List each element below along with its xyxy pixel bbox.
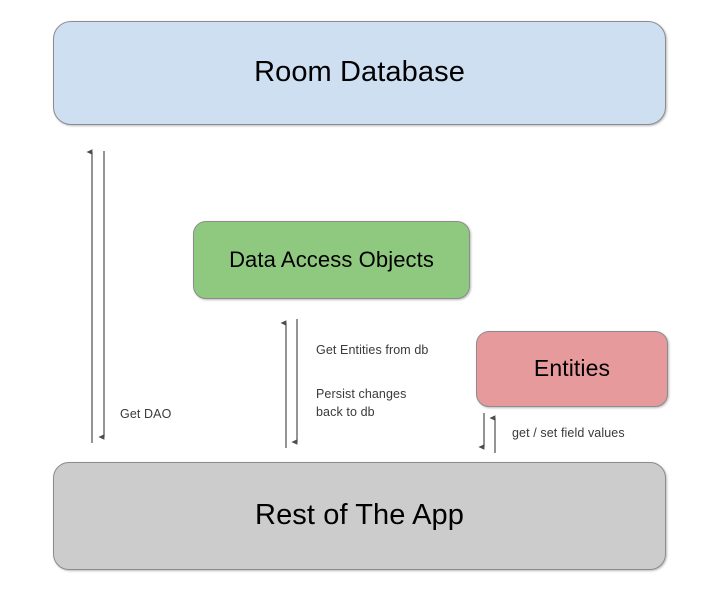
edge-dao-app bbox=[280, 319, 298, 448]
node-room-database[interactable]: Room Database bbox=[53, 21, 666, 125]
node-room-database-label: Room Database bbox=[254, 56, 465, 89]
node-entities[interactable]: Entities bbox=[476, 331, 668, 407]
edge-label-get-entities-from-db: Get Entities from db bbox=[316, 343, 429, 357]
edge-get-dao bbox=[86, 149, 105, 443]
edge-label-persist-changes-back-to-db: Persist changes back to db bbox=[316, 387, 407, 420]
node-entities-label: Entities bbox=[533, 355, 611, 382]
node-rest-of-the-app-label: Rest of The App bbox=[255, 499, 464, 532]
node-rest-of-the-app[interactable]: Rest of The App bbox=[53, 462, 666, 570]
edge-label-get-dao: Get DAO bbox=[120, 407, 172, 421]
node-data-access-objects[interactable]: Data Access Objects bbox=[193, 221, 470, 299]
edge-label-get-set-field-values: get / set field values bbox=[512, 426, 625, 440]
node-data-access-objects-label: Data Access Objects bbox=[229, 246, 434, 272]
edge-get-set-field-values bbox=[478, 413, 496, 453]
